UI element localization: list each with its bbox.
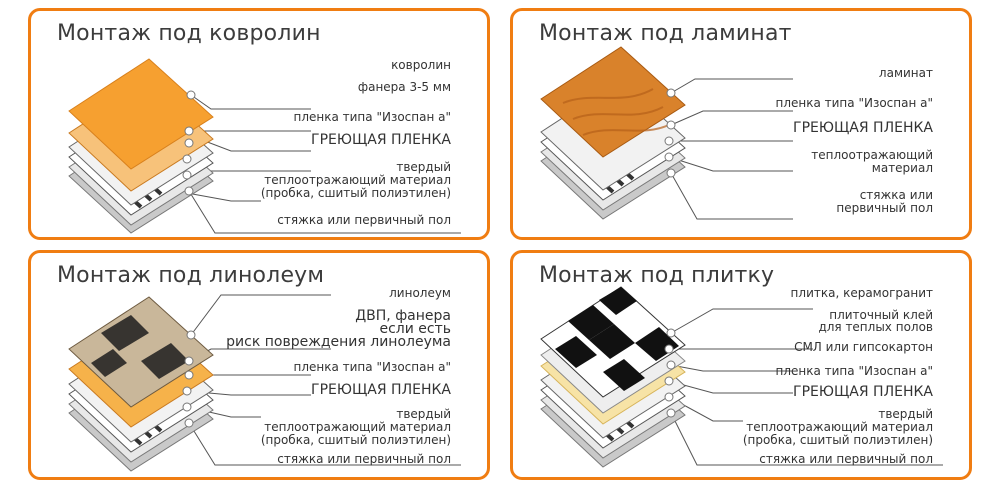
layer-label: пленка типа "Изоспан а" (293, 360, 451, 374)
layer-label: пленка типа "Изоспан а" (775, 96, 933, 110)
layer-label: материал (871, 161, 933, 175)
layer-label: ГРЕЮЩАЯ ПЛЕНКА (793, 120, 933, 136)
layer-label: (пробка, сшитый полиэтилен) (742, 433, 933, 447)
panel-title: Монтаж под ламинат (539, 21, 792, 46)
layer-label: теплоотражающий материал (264, 173, 451, 187)
panel-title: Монтаж под ковролин (57, 21, 321, 46)
layer-label: плитка, керамогранит (790, 286, 933, 300)
layer-label: (пробка, сшитый полиэтилен) (260, 433, 451, 447)
panel-title: Монтаж под линолеум (57, 263, 325, 288)
layer-label: стяжка или (859, 188, 933, 202)
layer-label: стяжка или первичный пол (277, 213, 451, 227)
layer-label: линолеум (389, 286, 451, 300)
layer-label: теплоотражающий материал (264, 420, 451, 434)
layer-label: если есть (379, 321, 451, 337)
layer-label: теплоотражающий материал (746, 420, 933, 434)
layer-label: риск повреждения линолеума (226, 334, 451, 350)
layers-diagram (540, 286, 943, 468)
layer-label: для теплых полов (818, 320, 933, 334)
layer-label: ДВП, фанера (355, 308, 451, 324)
layer-label: теплоотражающий (811, 148, 933, 162)
layer-label: ГРЕЮЩАЯ ПЛЕНКА (793, 384, 933, 400)
panel-laminate: Монтаж под ламинат ламинат пленка (510, 8, 972, 240)
layer-label: пленка типа "Изоспан а" (775, 364, 933, 378)
panel-linoleum: Монтаж под линолеум лино (28, 250, 490, 480)
layer-label: твердый (396, 407, 451, 421)
layer-label: пленка типа "Изоспан а" (293, 110, 451, 124)
panel-carpet: Монтаж под ковролин ковролин фанера 3-5 … (28, 8, 490, 240)
layer-label: твердый (396, 160, 451, 174)
layer-label: ГРЕЮЩАЯ ПЛЕНКА (311, 382, 451, 398)
layer-label: твердый (878, 407, 933, 421)
layers-diagram (68, 294, 461, 472)
layer-label: плиточный клей (829, 308, 933, 322)
layer-label: стяжка или первичный пол (277, 452, 451, 466)
layer-label: первичный пол (836, 201, 933, 215)
panel-title: Монтаж под плитку (539, 263, 775, 288)
layer-label: СМЛ или гипсокартон (794, 340, 933, 354)
panel-tile: Монтаж под плитку (510, 250, 972, 480)
layer-label: фанера 3-5 мм (357, 80, 451, 94)
layer-label: ковролин (391, 58, 451, 72)
layers-diagram (540, 46, 793, 220)
layer-label: ГРЕЮЩАЯ ПЛЕНКА (311, 132, 451, 148)
layer-label: стяжка или первичный пол (759, 452, 933, 466)
layer-label: (пробка, сшитый полиэтилен) (260, 186, 451, 200)
layers-diagram (68, 58, 461, 234)
layer-label: ламинат (878, 66, 933, 80)
